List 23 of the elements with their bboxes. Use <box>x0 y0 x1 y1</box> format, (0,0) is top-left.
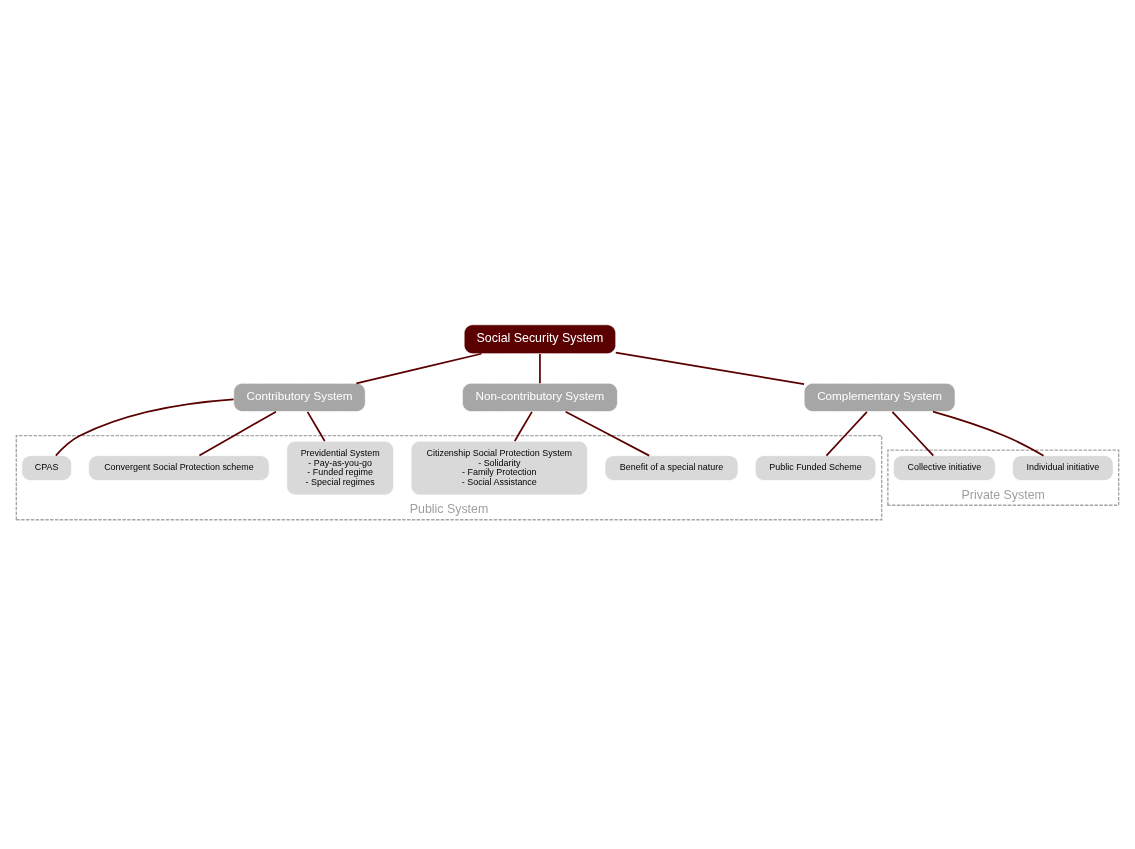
connector <box>513 410 533 442</box>
connector <box>614 351 805 385</box>
node-box: Citizenship Social Protection System - Solidarity - Family Protection - Social Assistance <box>410 440 588 495</box>
node-box: Individual initiative <box>1012 454 1114 481</box>
connector <box>539 352 541 384</box>
node-box: Previdential System - Pay-as-you-go - Funded regime - Special regimes <box>286 440 394 495</box>
connector <box>932 410 1045 456</box>
node-box: Complementary System <box>803 382 956 412</box>
node-box: Public Funded Scheme <box>754 454 877 481</box>
connector <box>198 410 277 456</box>
node-box: Collective initiative <box>893 454 996 481</box>
node-box: CPAS <box>21 454 72 481</box>
connector <box>564 410 651 456</box>
connector <box>306 410 326 442</box>
node-box: Convergent Social Protection scheme <box>88 454 270 481</box>
node-box: Non-contributory System <box>462 382 618 412</box>
node-box: Social Security System <box>463 323 617 354</box>
connector <box>54 397 235 456</box>
node-box: Benefit of a special nature <box>604 454 739 481</box>
connector <box>355 352 483 384</box>
node-box: Contributory System <box>233 382 366 412</box>
connector <box>891 410 935 456</box>
connector <box>825 410 868 456</box>
